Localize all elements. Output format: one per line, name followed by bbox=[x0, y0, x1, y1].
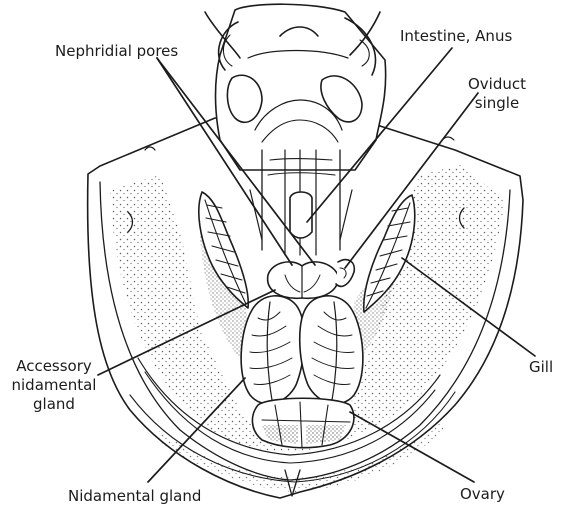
label-accessory-nidamental-gland: Accessory nidamental gland bbox=[4, 357, 104, 414]
label-oviduct: Oviduct single bbox=[462, 75, 532, 113]
label-accessory-line3: gland bbox=[4, 395, 104, 414]
accessory-nidamental-gland bbox=[268, 262, 339, 298]
label-gill: Gill bbox=[529, 358, 553, 377]
label-accessory-line2: nidamental bbox=[4, 376, 104, 395]
label-ovary: Ovary bbox=[460, 485, 505, 504]
label-oviduct-line2: single bbox=[462, 94, 532, 113]
ovary bbox=[252, 398, 353, 447]
label-intestine-anus: Intestine, Anus bbox=[400, 27, 512, 46]
label-oviduct-line1: Oviduct bbox=[462, 75, 532, 94]
oviduct bbox=[336, 260, 354, 287]
label-nidamental-gland: Nidamental gland bbox=[68, 487, 201, 506]
label-nephridial-pores: Nephridial pores bbox=[55, 42, 178, 61]
label-accessory-line1: Accessory bbox=[4, 357, 104, 376]
